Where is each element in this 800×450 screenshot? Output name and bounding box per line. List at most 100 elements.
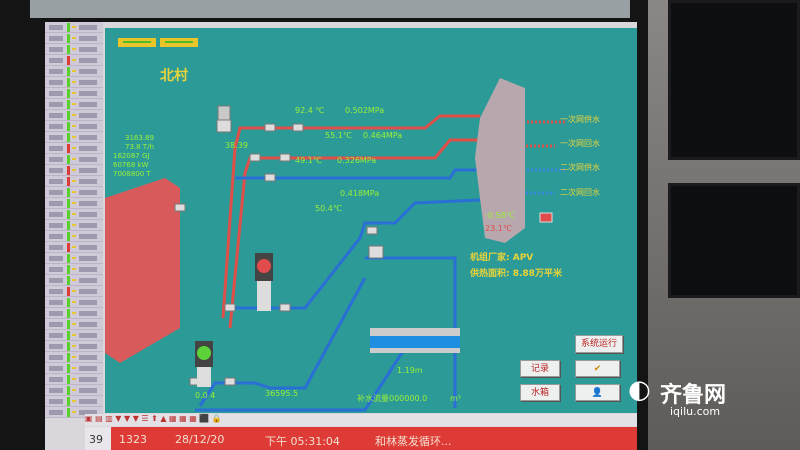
station-list-item[interactable] — [45, 187, 103, 198]
unit-maker: 机组厂家: APV — [470, 251, 533, 263]
upper-screen-strip — [30, 0, 630, 18]
station-list-item[interactable] — [45, 341, 103, 352]
record-button[interactable]: 记录 — [520, 360, 560, 377]
station-list-item[interactable] — [45, 330, 103, 341]
valve-icon — [264, 123, 276, 132]
water-tank — [370, 328, 460, 353]
station-list-item[interactable] — [45, 297, 103, 308]
station-list-item[interactable] — [45, 231, 103, 242]
reading: 0.464MPa — [363, 131, 402, 140]
station-list-item[interactable] — [45, 319, 103, 330]
valve-icon — [292, 123, 304, 132]
secondary-supply-pipe — [235, 168, 480, 180]
status-message: 和林蒸发循环... — [375, 435, 452, 448]
reading: 0.418MPa — [340, 189, 379, 198]
station-list-item[interactable] — [45, 33, 103, 44]
status-date: 28/12/20 — [175, 433, 225, 446]
station-list-item[interactable] — [45, 22, 103, 33]
station-list-item[interactable] — [45, 385, 103, 396]
plate-heat-exchanger — [475, 78, 525, 243]
station-list-item[interactable] — [45, 99, 103, 110]
valves[interactable] — [174, 105, 384, 386]
stat: 73.8 T/h — [125, 143, 154, 151]
station-list-item[interactable] — [45, 242, 103, 253]
primary-supply-pipe — [221, 114, 480, 319]
makeup-pump[interactable] — [195, 341, 213, 387]
background-monitor — [668, 0, 800, 160]
alarm-indicator[interactable] — [539, 212, 553, 223]
background-monitor — [668, 183, 800, 298]
pipe-label: 一次网供水 — [560, 114, 600, 124]
process-diagram: 北村 3163.89 73.8 T/h 162087 GJ 60768 kW 7… — [105, 28, 637, 413]
station-list-item[interactable] — [45, 66, 103, 77]
makeup-flow: 补水流量000000.0 — [357, 393, 427, 403]
station-list-item[interactable] — [45, 396, 103, 407]
station-list-item[interactable] — [45, 286, 103, 297]
station-list-item[interactable] — [45, 132, 103, 143]
watermark-name: 齐鲁网 — [660, 383, 727, 408]
stat: 3163.89 — [125, 134, 154, 142]
status-id: 39 — [85, 427, 111, 450]
valve-icon — [224, 377, 236, 386]
pump-value: 0.0 4 — [195, 391, 215, 400]
station-list-item[interactable] — [45, 154, 103, 165]
valve-icon — [279, 303, 291, 312]
control-valve-icon — [216, 119, 232, 133]
user-icon[interactable]: 👤 — [575, 384, 620, 401]
radiator-block — [105, 178, 180, 363]
station-list-item[interactable] — [45, 176, 103, 187]
station-list-item[interactable] — [45, 198, 103, 209]
pipe-label: 二次网回水 — [560, 187, 600, 197]
status-bar: 39 1323 28/12/20 下午 05:31:04 和林蒸发循环... — [85, 427, 637, 450]
system-run-button[interactable]: 系统运行 — [575, 335, 623, 353]
stat: 162087 GJ — [113, 152, 149, 160]
station-list-item[interactable] — [45, 209, 103, 220]
station-list-item[interactable] — [45, 352, 103, 363]
toolbar[interactable]: ▣ ▤ ▥ ▼ ▼ ▼ ☰ ⬆ ▲ ▦ ▦ ▦ ⬛ 🔒 — [85, 414, 637, 426]
status-time: 下午 05:31:04 — [265, 435, 340, 448]
station-list-item[interactable] — [45, 374, 103, 385]
reading: 50.4℃ — [315, 204, 342, 213]
station-list-item[interactable] — [45, 143, 103, 154]
station-list-item[interactable] — [45, 110, 103, 121]
stat: 7008800 T — [113, 170, 151, 178]
station-list-item[interactable] — [45, 44, 103, 55]
watermark-url: iqilu.com — [670, 405, 721, 418]
reading: 92.4 ℃ — [295, 106, 324, 115]
station-list-item[interactable] — [45, 308, 103, 319]
reading: 55.1℃ — [325, 131, 352, 140]
stat: 60768 kW — [113, 161, 149, 169]
pump-value: 38.39 — [225, 141, 248, 150]
checkmark-icon[interactable]: ✔ — [575, 360, 620, 377]
station-list-item[interactable] — [45, 275, 103, 286]
station-list-item[interactable] — [45, 77, 103, 88]
tank-level: 1.19m — [397, 366, 423, 375]
valve-icon — [279, 153, 291, 162]
secondary-return-pipe — [225, 198, 481, 310]
station-list-item[interactable] — [45, 55, 103, 66]
station-list-item[interactable] — [45, 407, 103, 418]
station-list-item[interactable] — [45, 220, 103, 231]
heating-area: 供热面积: 8.88万平米 — [469, 267, 563, 279]
outdoor-temp: -0.58℃ — [485, 211, 515, 220]
unit: m³ — [450, 394, 461, 403]
station-list-item[interactable] — [45, 264, 103, 275]
station-list-item[interactable] — [45, 121, 103, 132]
primary-return-pipe — [228, 138, 480, 329]
indoor-temp: 23.1℃ — [485, 224, 512, 233]
reading: 36595.5 — [265, 389, 298, 398]
summary-stats: 3163.89 73.8 T/h 162087 GJ 60768 kW 7008… — [113, 134, 154, 178]
station-list-item[interactable] — [45, 88, 103, 99]
scada-screen: 北村 3163.89 73.8 T/h 162087 GJ 60768 kW 7… — [45, 22, 637, 450]
station-list-item[interactable] — [45, 165, 103, 176]
status-code: 1323 — [119, 433, 147, 446]
reading: 49.1℃ — [295, 156, 322, 165]
reading: 0.502MPa — [345, 106, 384, 115]
valve-icon — [174, 203, 186, 212]
logo-icon: ◐ — [628, 375, 651, 405]
station-list[interactable] — [45, 22, 103, 418]
station-list-item[interactable] — [45, 363, 103, 374]
tank-button[interactable]: 水箱 — [520, 384, 560, 401]
circulation-pump[interactable] — [255, 253, 273, 311]
station-list-item[interactable] — [45, 253, 103, 264]
